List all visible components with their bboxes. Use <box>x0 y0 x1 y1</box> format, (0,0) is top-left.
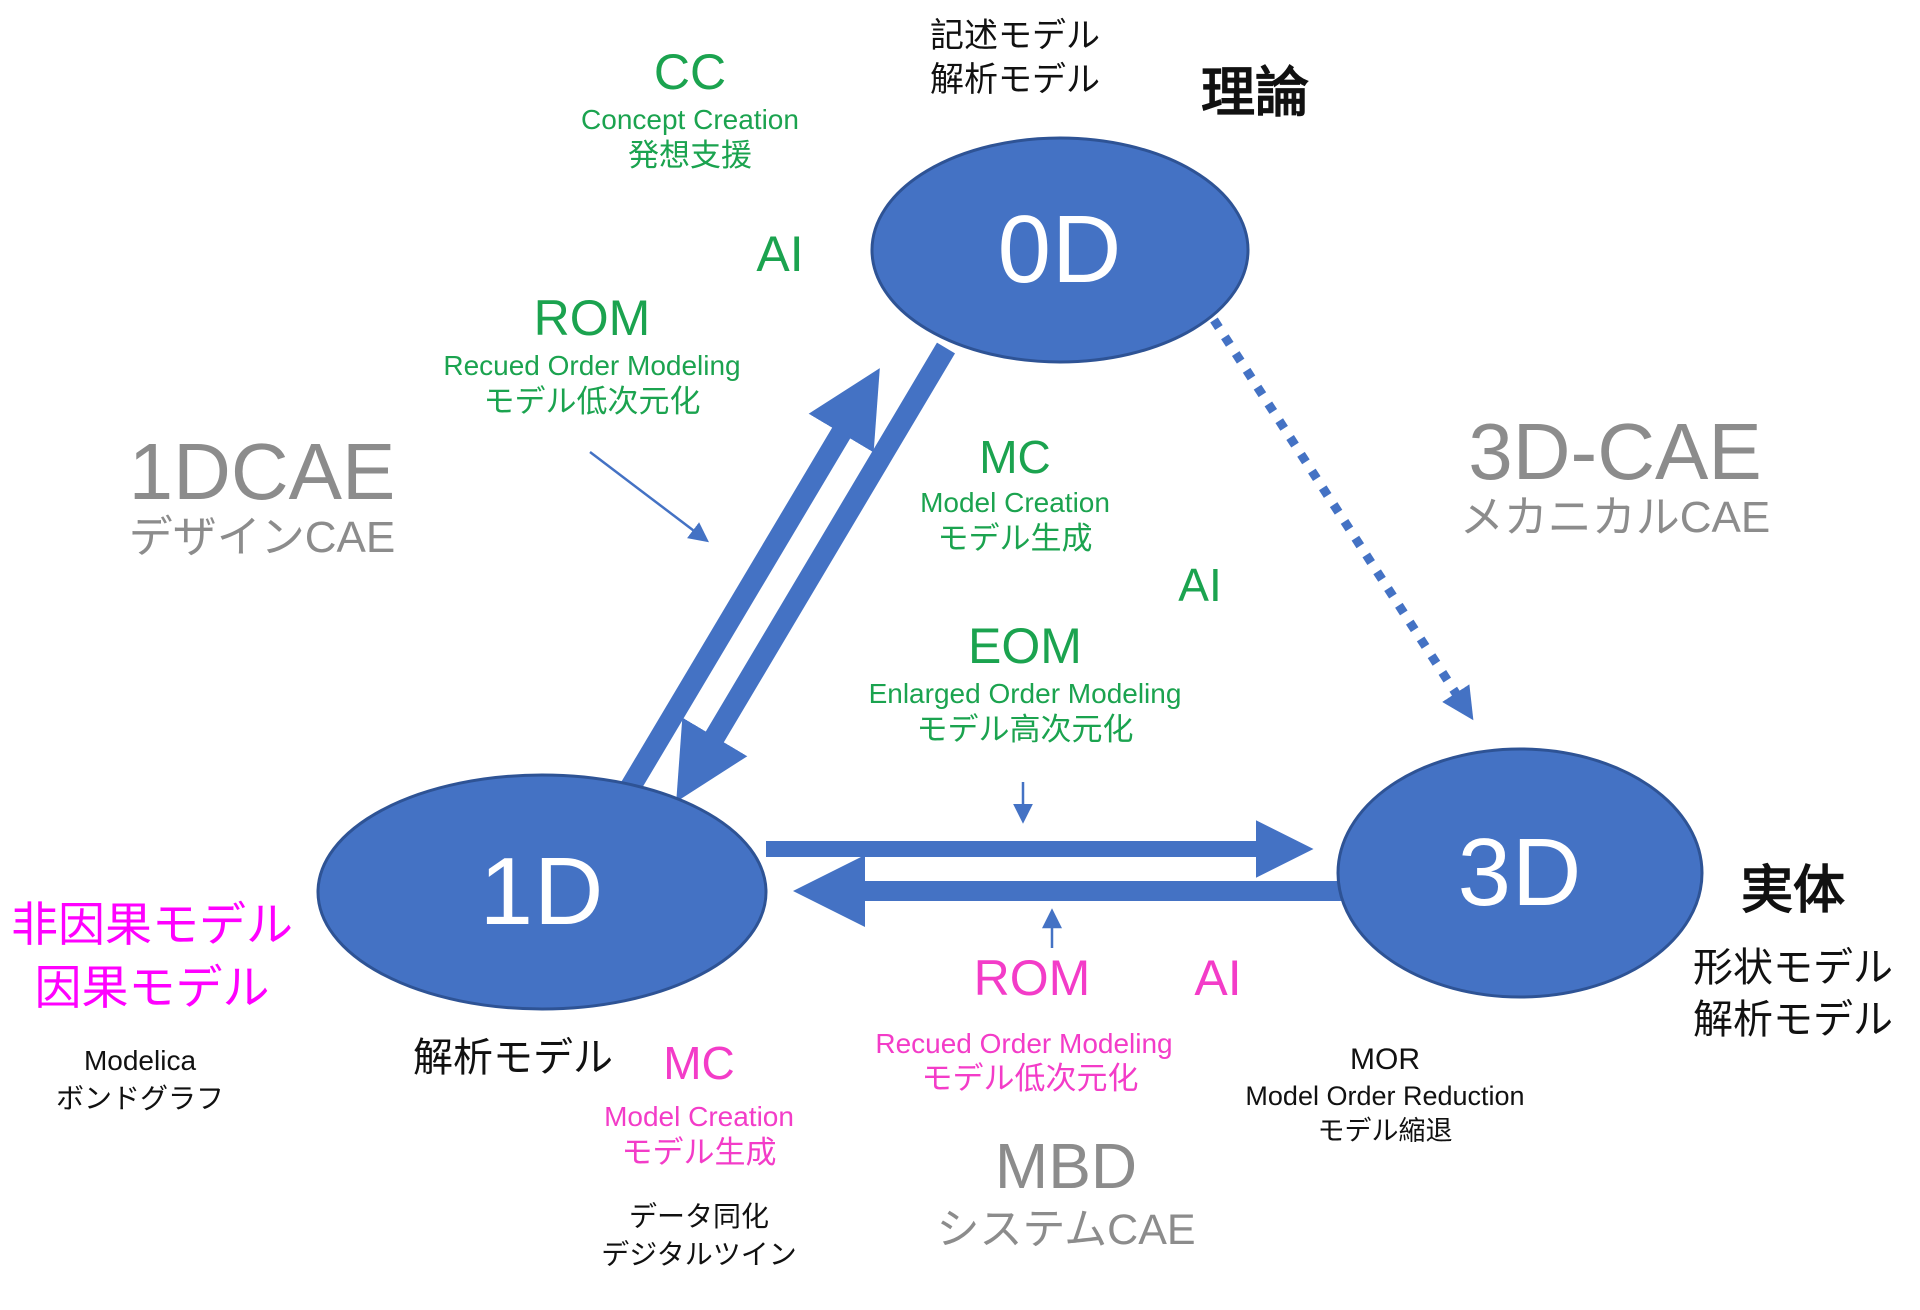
cc-abbr: CC <box>653 44 727 100</box>
shape-model-label: 形状モデル <box>1693 946 1893 990</box>
arrow-1d-to-0d <box>602 368 880 824</box>
node-1d-ellipse <box>316 773 768 1011</box>
eom-en: Enlarged Order Modeling <box>868 677 1182 709</box>
cc-block: CC Concept Creation 発想支援 <box>581 44 799 175</box>
analysis-model-1d-label: 解析モデル <box>413 1036 613 1080</box>
cae-1d-block: 1DCAE デザインCAE <box>129 432 396 565</box>
eom-ja: モデル高次元化 <box>916 711 1134 747</box>
mor-abbr: MOR <box>1349 1043 1420 1076</box>
node-3d-label: 3D <box>1457 819 1583 926</box>
data-assimilation-label: データ同化 <box>628 1201 770 1232</box>
top-description-line1: 記述モデル <box>930 17 1100 55</box>
rom-bottom-abbr: ROM <box>973 950 1091 1006</box>
mc-center-ja: モデル生成 <box>937 521 1093 557</box>
mc-bottom-en: Model Creation <box>604 1101 794 1133</box>
digital-twin-label: デジタルツイン <box>601 1238 797 1270</box>
causal-model-label: 因果モデル <box>34 961 270 1015</box>
acausal-causal-block: 非因果モデル 因果モデル <box>11 893 293 1020</box>
cae-1d-title: 1DCAE <box>128 427 396 516</box>
bond-graph-label: ボンドグラフ <box>55 1082 225 1114</box>
top-description: 記述モデル 解析モデル <box>930 14 1100 102</box>
pointer-rom-left <box>589 451 709 543</box>
mc-center-abbr: MC <box>979 431 1051 483</box>
rom-left-en: Recued Order Modeling <box>443 349 741 381</box>
mor-en: Model Order Reduction <box>1245 1081 1525 1111</box>
top-description-line2: 解析モデル <box>930 61 1100 100</box>
modelica-block: Modelica ボンドグラフ <box>56 1042 224 1118</box>
cc-en: Concept Creation <box>581 103 799 135</box>
mbd-subtitle: システムCAE <box>936 1205 1196 1254</box>
entity-label: 実体 <box>1740 862 1846 920</box>
arrow-0d-to-1d <box>676 342 956 802</box>
cae-3d-title: 3D-CAE <box>1468 407 1762 496</box>
node-3d-ellipse <box>1336 747 1704 999</box>
mc-center-en: Model Creation <box>920 487 1110 519</box>
rom-bottom-en: Recued Order Modeling <box>875 1028 1173 1059</box>
rom-left-abbr: ROM <box>533 290 651 346</box>
rom-bottom-ja: モデル低次元化 <box>921 1061 1139 1096</box>
mor-ja: モデル縮退 <box>1317 1116 1453 1147</box>
data-twin-block: データ同化 デジタルツイン <box>601 1198 796 1274</box>
node-1d-label: 1D <box>479 838 605 945</box>
cae-3d-subtitle: メカニカルCAE <box>1459 493 1771 542</box>
cc-ja: 発想支援 <box>628 137 752 173</box>
ai-center-label: AI <box>1178 559 1222 611</box>
mc-bottom-abbr: MC <box>663 1037 735 1089</box>
cae-1d-subtitle: デザインCAE <box>128 513 396 562</box>
theory-label: 理論 <box>1201 63 1309 123</box>
mbd-block: MBD システムCAE <box>936 1130 1195 1257</box>
mc-center-block: MC Model Creation モデル生成 <box>920 430 1110 559</box>
rom-left-ja: モデル低次元化 <box>483 383 701 419</box>
ai-bottom-label: AI <box>1194 950 1242 1006</box>
eom-block: EOM Enlarged Order Modeling モデル高次元化 <box>869 618 1182 749</box>
mbd-title: MBD <box>994 1130 1138 1202</box>
ai-top-label: AI <box>756 226 804 282</box>
node-0d-label: 0D <box>997 196 1123 303</box>
modelica-label: Modelica <box>83 1045 197 1076</box>
cae-3d-block: 3D-CAE メカニカルCAE <box>1460 412 1770 545</box>
mc-bottom-ja: モデル生成 <box>621 1135 777 1171</box>
mor-block: MOR Model Order Reduction モデル縮退 <box>1245 1040 1524 1149</box>
right-models-block: 形状モデル 解析モデル <box>1693 942 1893 1046</box>
rom-left-block: ROM Recued Order Modeling モデル低次元化 <box>443 290 740 421</box>
analysis-model-3d-label: 解析モデル <box>1693 998 1893 1042</box>
eom-abbr: EOM <box>968 618 1082 674</box>
node-0d-ellipse <box>870 136 1250 364</box>
mc-bottom-block: MC Model Creation モデル生成 <box>604 1036 794 1173</box>
arrow-dotted-0d-to-3d <box>1210 317 1474 721</box>
acausal-model-label: 非因果モデル <box>11 898 293 951</box>
